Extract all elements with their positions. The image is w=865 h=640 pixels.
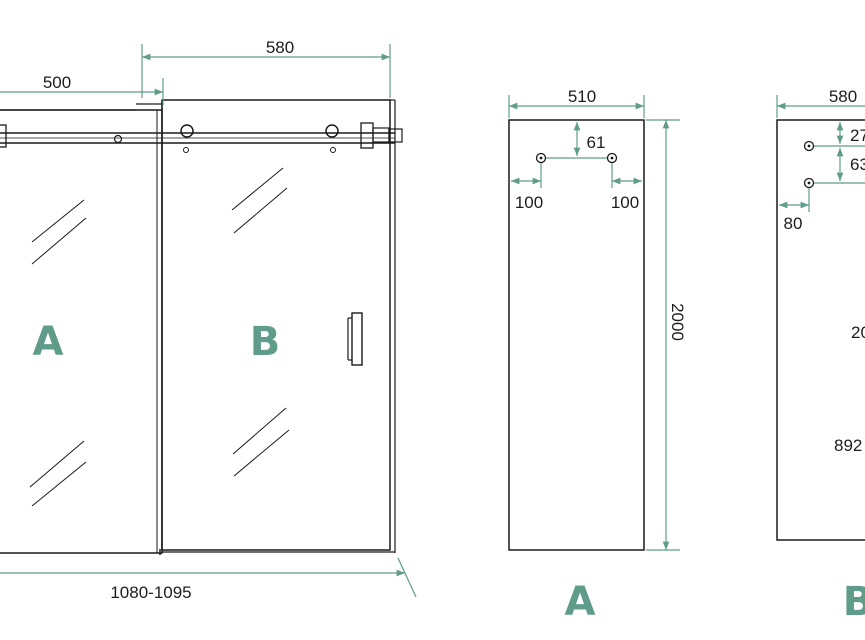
panel-b-label: B [250, 319, 281, 365]
panel-b-detail: 580 27 63 80 20 892 B [776, 87, 865, 625]
panel-a-detail: 510 61 100 100 2000 A [508, 87, 687, 625]
dim-100-right: 100 [611, 163, 642, 212]
dim-2000-label: 2000 [668, 303, 687, 341]
top-rail [0, 132, 395, 144]
dim-width-front: 1080-1095 [0, 557, 417, 602]
dim-63: 63 [814, 148, 865, 184]
dim-27-label: 27 [850, 126, 865, 145]
dim-580-detail-label: 580 [829, 87, 857, 106]
dim-580-front: 580 [141, 38, 391, 98]
dim-2000: 2000 [646, 119, 687, 551]
dim-80-label: 80 [784, 214, 803, 233]
dim-892-partial-label: 892 [834, 436, 862, 455]
dim-63-label: 63 [850, 155, 865, 174]
door-handle [347, 312, 363, 366]
dim-61: 61 [546, 122, 607, 159]
front-view: 580 500 1080-1095 A B [0, 38, 417, 602]
dim-height-partial-label: 20 [851, 323, 865, 342]
dim-100-left: 100 [511, 163, 543, 212]
dim-27: 27 [814, 122, 865, 147]
dim-100-left-label: 100 [515, 193, 543, 212]
dim-width-label: 1080-1095 [110, 583, 191, 602]
dim-100-right-label: 100 [611, 193, 639, 212]
panel-b-detail-label: B [843, 579, 865, 625]
dim-61-label: 61 [587, 133, 606, 152]
dim-510-label: 510 [568, 87, 596, 106]
dim-500-front: 500 [0, 73, 164, 105]
sliding-panel-b [159, 99, 403, 555]
dim-510: 510 [508, 87, 645, 118]
panel-a-detail-label: A [565, 579, 596, 625]
fixed-panel-a [0, 100, 163, 554]
dim-500-label: 500 [43, 73, 71, 92]
dim-580-label: 580 [266, 38, 294, 57]
dim-580-detail: 580 [776, 87, 865, 118]
dim-80: 80 [779, 188, 810, 233]
panel-a-label: A [33, 319, 64, 365]
